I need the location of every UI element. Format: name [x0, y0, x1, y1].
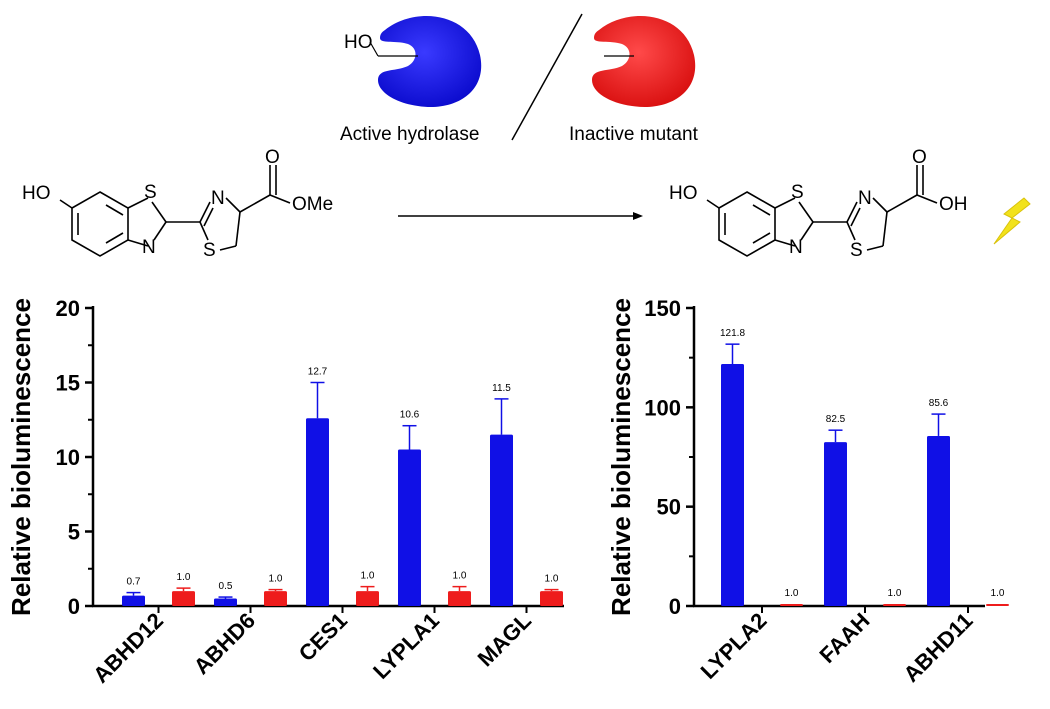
bar: [306, 418, 329, 606]
category-label: CES1: [294, 608, 352, 666]
y-tick-label: 50: [657, 495, 681, 520]
y-tick-label: 100: [644, 395, 681, 420]
data-label: 12.7: [308, 367, 328, 378]
chart-left: 0 5 10 15 20 Relative bioluminescence 0.7 1.0AB…: [6, 296, 564, 688]
bar: [172, 591, 195, 606]
y-tick-label: 0: [68, 594, 80, 619]
bar: [927, 435, 950, 606]
data-label: 11.5: [492, 383, 511, 394]
reaction-arrowhead: [633, 212, 643, 220]
product-s2: S: [850, 240, 863, 261]
data-label: 1.0: [545, 574, 559, 585]
substrate-n2: N: [211, 188, 225, 209]
y-tick-label: 15: [56, 371, 80, 396]
substrate-molecule: [59, 165, 291, 257]
chart-right: 0 50 100 150 Relative bioluminescence 121.8 1.…: [606, 296, 1009, 687]
product-oh: OH: [939, 194, 968, 215]
data-label: 1.0: [888, 588, 902, 599]
substrate-n1: N: [142, 237, 156, 258]
substrate-ho: HO: [22, 183, 51, 204]
bar: [883, 604, 906, 606]
y-tick-label: 0: [669, 594, 681, 619]
bar: [721, 364, 744, 606]
bar: [780, 604, 803, 606]
category-label: ABHD12: [88, 608, 168, 688]
substrate-ome: OMe: [292, 194, 333, 215]
product-s1: S: [791, 182, 804, 203]
data-label: 10.6: [400, 410, 420, 421]
hydroxyl-bond: [369, 41, 379, 57]
y-axis-title: Relative bioluminescence: [6, 298, 36, 616]
product-n2: N: [858, 188, 872, 209]
bar: [398, 449, 421, 606]
hydroxyl-label: HO: [344, 32, 373, 53]
active-hydrolase-label: Active hydrolase: [340, 124, 479, 145]
bar: [986, 604, 1009, 606]
bar: [356, 591, 379, 606]
substrate-o: O: [265, 147, 280, 168]
bar: [824, 442, 847, 606]
data-label: 121.8: [720, 328, 745, 339]
data-label: 1.0: [177, 572, 191, 583]
reaction-scheme: HO Active hydrolase Inactive mutant: [22, 13, 1031, 261]
data-label: 1.0: [453, 571, 467, 582]
substrate-s1: S: [144, 182, 157, 203]
data-label: 82.5: [826, 414, 846, 425]
data-label: 1.0: [785, 588, 799, 599]
bar: [214, 598, 237, 606]
category-label: ABHD11: [898, 608, 977, 687]
product-o: O: [912, 147, 927, 168]
product-molecule: [706, 165, 938, 257]
bar: [448, 591, 471, 606]
category-label: MAGL: [473, 608, 536, 671]
y-tick-label: 5: [68, 520, 80, 545]
category-label: FAAH: [815, 608, 875, 668]
category-label: ABHD6: [189, 608, 260, 679]
data-label: 1.0: [991, 588, 1005, 599]
y-tick-label: 150: [644, 296, 681, 321]
y-axis-title: Relative bioluminescence: [606, 298, 636, 616]
category-label: LYPLA2: [696, 608, 772, 684]
y-tick-label: 10: [56, 445, 80, 470]
bar: [122, 595, 145, 606]
data-label: 0.5: [219, 581, 233, 592]
data-label: 0.7: [127, 577, 141, 588]
data-label: 1.0: [361, 571, 375, 582]
bar: [540, 591, 563, 606]
category-label: LYPLA1: [368, 608, 444, 684]
data-label: 85.6: [929, 398, 949, 409]
y-tick-label: 20: [56, 296, 80, 321]
product-ho: HO: [669, 183, 698, 204]
product-n1: N: [789, 237, 803, 258]
substrate-s2: S: [203, 240, 216, 261]
inactive-mutant-icon: [592, 16, 696, 108]
inactive-mutant-label: Inactive mutant: [569, 124, 699, 145]
data-label: 1.0: [269, 574, 283, 585]
divider-slash: [511, 13, 583, 141]
active-hydrolase-icon: [378, 16, 482, 108]
lightning-bolt-icon: [993, 197, 1031, 245]
bar: [490, 434, 513, 606]
bar: [264, 591, 287, 606]
